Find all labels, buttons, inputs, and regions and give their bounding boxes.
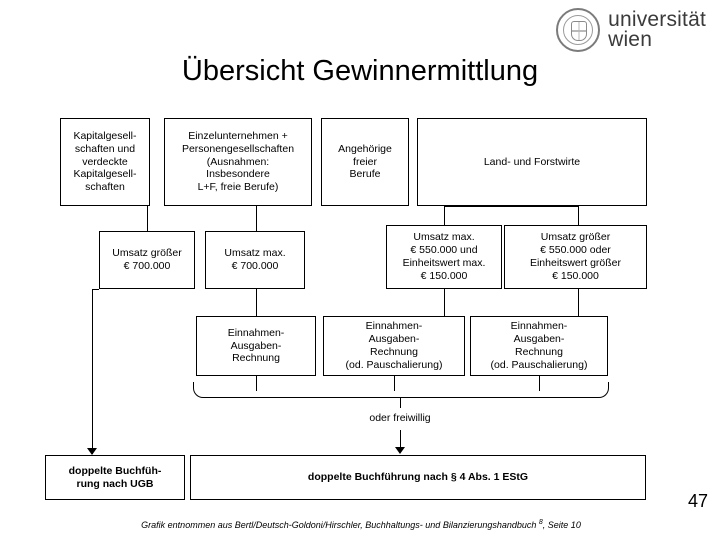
arrow-down-icon-2 bbox=[87, 448, 97, 455]
arrow-down-icon bbox=[395, 447, 405, 454]
logo-line-1: universität bbox=[608, 7, 706, 31]
connector-v-13 bbox=[92, 289, 93, 454]
connector-v-3 bbox=[444, 206, 445, 231]
merge-bracket bbox=[193, 382, 609, 398]
connector-v-10 bbox=[539, 376, 540, 391]
box-doppelte-buchfuehrung-estg: doppelte Buchführung nach § 4 Abs. 1 ESt… bbox=[190, 455, 646, 500]
source-note: Grafik entnommen aus Bertl/Deutsch-Goldo… bbox=[56, 519, 666, 530]
box-einnahmen-ausgaben-rechnung-pauschalierung-2: Einnahmen- Ausgaben- Rechnung (od. Pausc… bbox=[470, 316, 608, 376]
box-land-und-forstwirte: Land- und Forstwirte bbox=[417, 118, 647, 206]
connector-v-11 bbox=[400, 398, 401, 408]
connector-h-1 bbox=[444, 206, 578, 207]
university-logo: universität wien bbox=[556, 8, 706, 52]
box-einzelunternehmen: Einzelunternehmen + Personengesellschaft… bbox=[164, 118, 312, 206]
box-einnahmen-ausgaben-rechnung-1: Einnahmen- Ausgaben- Rechnung bbox=[196, 316, 316, 376]
connector-v-8 bbox=[256, 376, 257, 391]
connector-v-5 bbox=[256, 289, 257, 316]
connector-v-12 bbox=[400, 430, 401, 448]
connector-v-6 bbox=[444, 289, 445, 316]
university-seal-icon bbox=[556, 8, 601, 52]
connector-v-7 bbox=[578, 289, 579, 316]
page-number: 47 bbox=[687, 491, 708, 511]
box-einnahmen-ausgaben-rechnung-pauschalierung-1: Einnahmen- Ausgaben- Rechnung (od. Pausc… bbox=[323, 316, 465, 376]
box-umsatz-max-700000: Umsatz max. € 700.000 bbox=[205, 231, 305, 289]
box-umsatz-groesser-550000-oder-einheitswert-groesser-150000: Umsatz größer € 550.000 oder Einheitswer… bbox=[504, 225, 647, 289]
connector-v-1 bbox=[147, 206, 148, 231]
source-note-part1: Grafik entnommen aus Bertl/Deutsch-Goldo… bbox=[141, 520, 539, 530]
logo-line-2: wien bbox=[608, 28, 653, 51]
connector-v-2 bbox=[256, 206, 257, 231]
page-title: Übersicht Gewinnermittlung bbox=[181, 55, 539, 87]
box-kapitalgesellschaften: Kapitalgesell- schaften und verdeckte Ka… bbox=[60, 118, 150, 206]
box-doppelte-buchfuehrung-ugb: doppelte Buchfüh- rung nach UGB bbox=[45, 455, 185, 500]
connector-h-2 bbox=[92, 289, 99, 290]
box-angehoerige-freier-berufe: Angehörige freier Berufe bbox=[321, 118, 409, 206]
university-logo-text: universität wien bbox=[608, 7, 706, 51]
box-umsatz-groesser-700000: Umsatz größer € 700.000 bbox=[99, 231, 195, 289]
source-note-edition: 8 bbox=[538, 519, 543, 526]
optional-label: oder freiwillig bbox=[369, 412, 431, 424]
connector-v-4 bbox=[578, 206, 579, 231]
source-note-part2: , Seite 10 bbox=[542, 520, 581, 530]
connector-v-9 bbox=[394, 376, 395, 391]
box-umsatz-max-550000-einheitswert-150000: Umsatz max. € 550.000 und Einheitswert m… bbox=[386, 225, 502, 289]
